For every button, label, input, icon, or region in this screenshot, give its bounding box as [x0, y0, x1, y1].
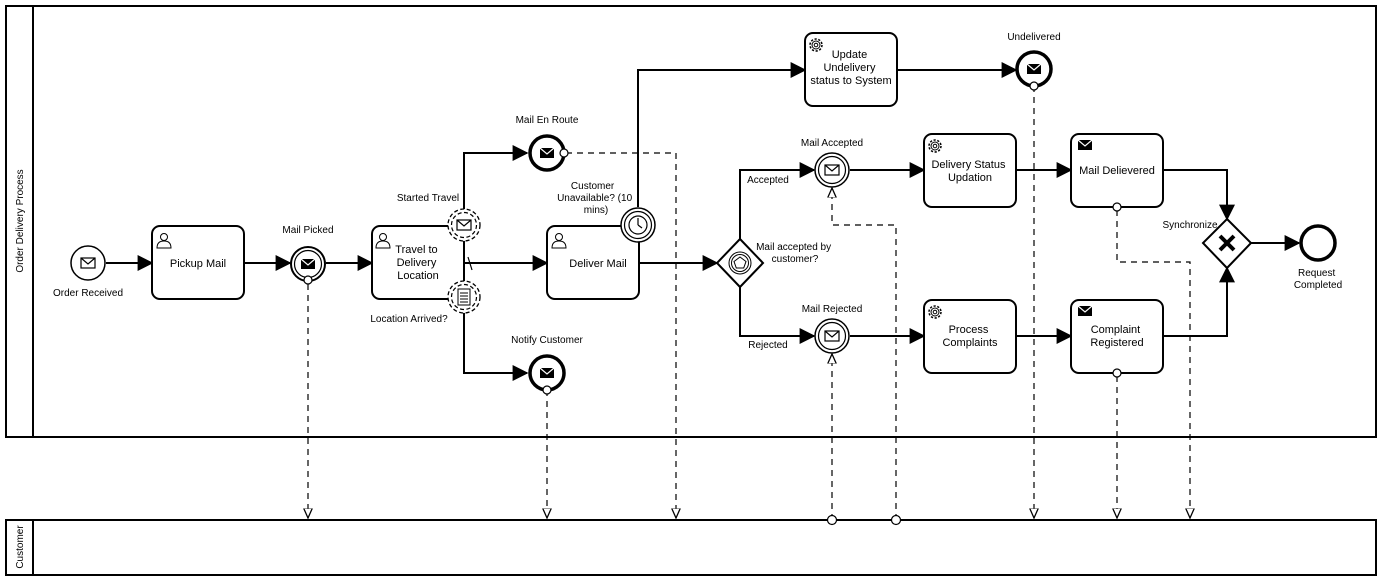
task-label-line: Updation — [948, 172, 992, 184]
gateway-label: Synchronize — [1162, 220, 1217, 231]
flow-label-rejected: Rejected — [748, 340, 787, 351]
envelope-icon — [824, 330, 840, 342]
svg-text:Travel to Delivery: Travel to Delivery Location — [395, 244, 440, 282]
svg-text:Delivery Status Updation: Delivery Status Updation — [931, 159, 1008, 184]
envelope-icon — [80, 257, 96, 269]
throw-event-mail-picked[interactable]: Mail Picked — [282, 225, 334, 285]
task-pickup-mail[interactable]: Pickup Mail — [151, 225, 245, 300]
sequence-flows — [106, 62, 1301, 381]
boundary-timer-customer-unavailable[interactable]: Customer Unavailable? (10 mins) — [557, 181, 656, 243]
task-complaint-registered[interactable]: Complaint Registered — [1070, 299, 1164, 378]
svg-text:Update Undelivery: Update Undelivery status to System — [810, 49, 891, 87]
svg-text:Request Completed: Request Completed — [1294, 268, 1342, 291]
task-label-line: Complaints — [942, 337, 998, 349]
boundary-event-location-arrived[interactable]: Location Arrived? — [370, 280, 481, 325]
pool-customer[interactable]: Customer — [5, 519, 1377, 576]
task-label-line: Travel to — [395, 244, 437, 256]
end-event-undelivered[interactable]: Undelivered — [1007, 32, 1061, 91]
conditional-icon — [457, 288, 471, 306]
task-label-line: status to System — [810, 75, 891, 87]
parallel-gateway-synchronize[interactable]: Synchronize — [1162, 217, 1253, 270]
task-mail-delivered[interactable]: Mail Delievered — [1070, 133, 1164, 212]
svg-text:Mail Delievered: Mail Delievered — [1079, 165, 1155, 177]
svg-text:Customer Unavailable? (1: Customer Unavailable? (10 mins) — [557, 181, 635, 216]
task-delivery-status-updation[interactable]: Delivery Status Updation — [923, 133, 1017, 208]
event-label-line: Request — [1298, 268, 1335, 279]
event-label: Notify Customer — [511, 335, 583, 346]
task-label-line: Mail Delievered — [1079, 165, 1155, 177]
event-label-line: mins) — [584, 205, 608, 216]
start-event-order-received[interactable]: Order Received — [53, 245, 123, 299]
gateway-label-line: customer? — [772, 254, 819, 265]
event-label-line: Customer — [571, 181, 615, 192]
event-label: Mail En Route — [516, 115, 579, 126]
task-label-line: Update — [832, 49, 867, 61]
task-travel-to-delivery-location[interactable]: Travel to Delivery Location — [371, 225, 465, 300]
task-label-line: Delivery Status — [931, 159, 1005, 171]
event-label-line: Unavailable? (10 — [557, 193, 632, 204]
catch-event-mail-rejected[interactable]: Mail Rejected — [802, 304, 863, 354]
envelope-filled-icon — [539, 367, 555, 379]
envelope-icon — [456, 219, 472, 231]
envelope-filled-icon — [300, 258, 316, 270]
clock-icon — [628, 215, 648, 235]
svg-text:Complaint Registered: Complaint Registered — [1090, 324, 1143, 349]
message-flows — [308, 86, 1190, 526]
task-label-line: Registered — [1090, 337, 1143, 349]
task-label-line: Deliver Mail — [569, 258, 626, 270]
event-based-gateway[interactable]: Mail accepted by customer? Accepted Reje… — [715, 175, 834, 351]
end-event-notify-customer[interactable]: Notify Customer — [511, 335, 584, 395]
gateway-label-line: Mail accepted by — [756, 242, 831, 253]
envelope-filled-icon — [1026, 63, 1042, 75]
envelope-filled-icon — [1077, 139, 1093, 151]
event-label: Started Travel — [397, 193, 459, 204]
event-label-line: Completed — [1294, 280, 1342, 291]
task-label-line: Complaint — [1091, 324, 1141, 336]
event-label: Mail Rejected — [802, 304, 863, 315]
svg-text:Mail accepted by custome: Mail accepted by customer? — [756, 242, 834, 265]
event-label: Order Received — [53, 288, 123, 299]
envelope-filled-icon — [1077, 305, 1093, 317]
pool-label-customer: Customer — [15, 525, 26, 569]
catch-event-mail-accepted[interactable]: Mail Accepted — [801, 138, 863, 188]
task-label-line: Undelivery — [823, 62, 875, 74]
pentagon-icon — [733, 256, 747, 269]
task-label-line: Pickup Mail — [170, 258, 226, 270]
end-event-mail-en-route[interactable]: Mail En Route — [516, 115, 579, 172]
event-label: Undelivered — [1007, 32, 1060, 43]
event-label: Mail Picked — [282, 225, 333, 236]
event-label: Location Arrived? — [370, 314, 448, 325]
boundary-event-started-travel[interactable]: Started Travel — [397, 193, 481, 242]
envelope-filled-icon — [539, 147, 555, 159]
task-label-line: Delivery — [397, 257, 437, 269]
task-label-line: Location — [397, 270, 439, 282]
end-event-request-completed[interactable]: Request Completed — [1294, 224, 1342, 291]
flow-label-accepted: Accepted — [747, 175, 789, 186]
event-label: Mail Accepted — [801, 138, 863, 149]
task-deliver-mail[interactable]: Deliver Mail — [546, 225, 640, 300]
svg-text:Pickup Mail: Pickup Mail — [170, 258, 226, 270]
task-process-complaints[interactable]: Process Complaints — [923, 299, 1017, 374]
envelope-icon — [824, 164, 840, 176]
svg-text:Process Complaints: Process Complaints — [942, 324, 998, 349]
svg-text:Deliver Mail: Deliver Mail — [569, 258, 626, 270]
x-icon — [1218, 234, 1236, 252]
task-update-undelivery-status[interactable]: Update Undelivery status to System — [804, 32, 898, 107]
pool-label-main: Order Delivery Process — [15, 169, 26, 272]
task-label-line: Process — [949, 324, 989, 336]
